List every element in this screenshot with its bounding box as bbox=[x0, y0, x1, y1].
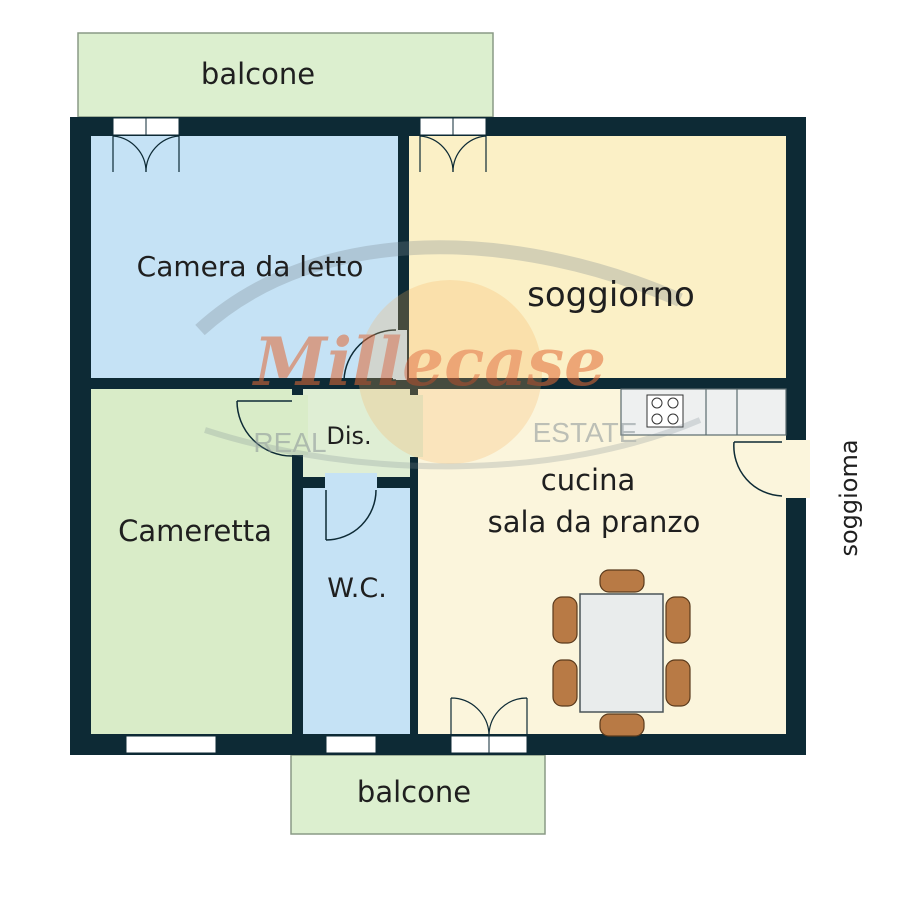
opening-bedroom-door bbox=[393, 330, 407, 380]
kitchen-counter bbox=[620, 388, 787, 436]
dining-table bbox=[579, 593, 664, 713]
room-bedroom bbox=[91, 136, 398, 378]
window-small-bedroom-bottom bbox=[125, 735, 217, 754]
window-bathroom-bottom bbox=[325, 735, 377, 754]
label-side: soggioma bbox=[835, 439, 863, 556]
label-bathroom: W.C. bbox=[327, 573, 387, 604]
chair-top bbox=[599, 569, 645, 593]
balcony-bottom bbox=[290, 754, 546, 835]
label-hallway: Dis. bbox=[326, 422, 371, 450]
door-kitchen-side-swing bbox=[733, 441, 783, 497]
watermark-brand: Millecase bbox=[252, 323, 606, 401]
label-kitchen-1: cucina bbox=[541, 463, 635, 497]
opening-kitchen-side-door bbox=[780, 440, 810, 498]
door-bedroom-swing bbox=[343, 329, 397, 381]
label-balcony-top: balcone bbox=[201, 57, 315, 91]
label-bedroom: Camera da letto bbox=[137, 250, 364, 283]
window-kitchen-bottom bbox=[450, 697, 528, 754]
stove-icon bbox=[646, 394, 684, 428]
window-living-top bbox=[419, 117, 487, 173]
room-living bbox=[409, 136, 786, 378]
label-small-bedroom: Cameretta bbox=[118, 514, 272, 548]
chair-left-1 bbox=[552, 596, 578, 644]
chair-right-1 bbox=[665, 596, 691, 644]
watermark-swoosh bbox=[195, 240, 683, 336]
balcony-top bbox=[77, 32, 494, 118]
watermark-estate: ESTATE bbox=[533, 417, 638, 448]
watermark-sun-icon bbox=[358, 280, 542, 464]
opening-small-bedroom-door bbox=[286, 395, 308, 455]
label-living: soggiorno bbox=[527, 275, 695, 315]
room-bathroom bbox=[303, 488, 410, 734]
dining-set bbox=[552, 569, 691, 737]
opening-hallway-kitchen bbox=[405, 395, 423, 457]
door-bathroom-swing bbox=[325, 489, 377, 541]
watermark-real: REAL bbox=[253, 427, 326, 458]
watermark: Millecase REAL ESTATE bbox=[195, 240, 702, 470]
chair-bottom bbox=[599, 713, 645, 737]
chair-left-2 bbox=[552, 659, 578, 707]
label-kitchen-2: sala da pranzo bbox=[488, 505, 701, 539]
label-balcony-bottom: balcone bbox=[357, 775, 471, 809]
window-bedroom-top bbox=[112, 117, 180, 173]
chair-right-2 bbox=[665, 659, 691, 707]
room-hallway bbox=[303, 389, 410, 477]
door-small-bedroom-swing bbox=[236, 400, 293, 457]
opening-bathroom-door bbox=[325, 473, 377, 493]
room-small-bedroom bbox=[91, 389, 292, 734]
